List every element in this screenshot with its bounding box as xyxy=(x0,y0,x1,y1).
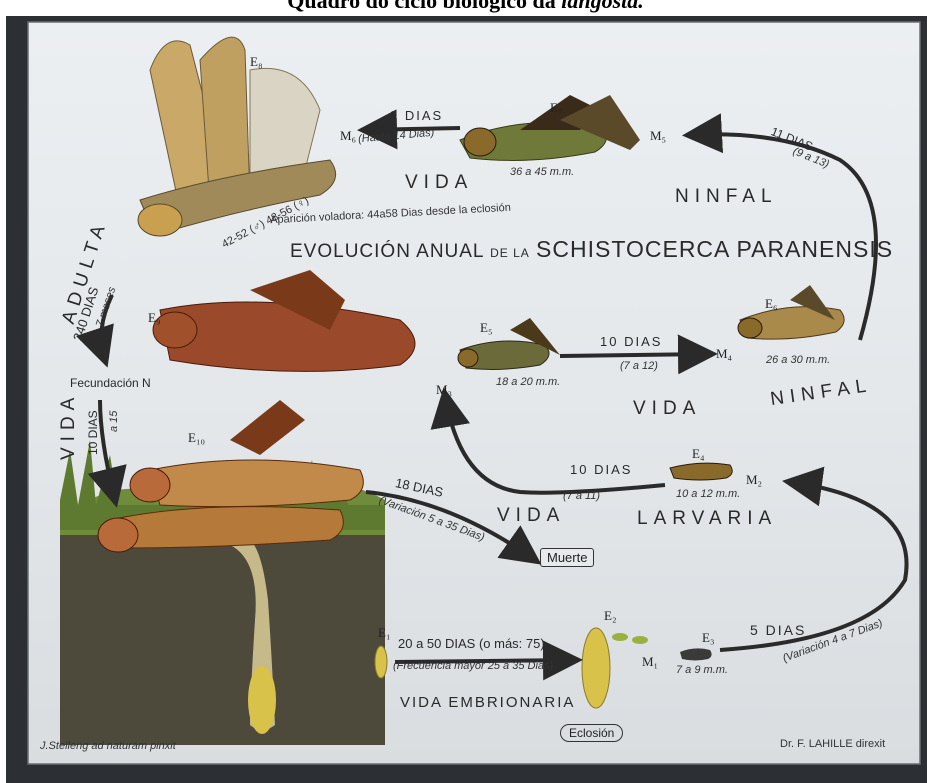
size-e4: 10 a 12 m.m. xyxy=(676,488,740,500)
title-main: EVOLUCIÓN ANUAL xyxy=(290,241,484,262)
stage-vida-larv: VIDA xyxy=(497,505,565,527)
duration-20-50-dias: 20 a 50 DIAS (o más: 75) xyxy=(398,636,545,651)
hatching-e2-illustration xyxy=(582,628,648,708)
duration-10c-dias: 10 DIAS xyxy=(86,410,100,455)
molt-m1: M₁ xyxy=(642,654,658,670)
molt-m4: M₄ xyxy=(716,346,732,362)
nymph-e6-illustration xyxy=(738,285,844,339)
stage-label-e6: E₆ xyxy=(765,296,777,312)
egg-e1-illustration xyxy=(375,646,387,678)
stage-larvaria: LARVARIA xyxy=(637,508,777,530)
stage-label-e8: E₈ xyxy=(250,54,262,70)
stage-vida-left: VIDA xyxy=(58,392,80,460)
molt-m3: M₃ xyxy=(436,382,452,398)
duration-10a-dias: 10 DIAS xyxy=(600,334,662,349)
stage-label-e9: E₉ xyxy=(148,310,160,326)
stage-label-e2: E₂ xyxy=(604,608,616,624)
molt-m2: M₂ xyxy=(746,472,762,488)
stage-label-e7: E₇ xyxy=(550,100,562,116)
larva-e3-illustration xyxy=(680,648,712,660)
adult-e9-illustration xyxy=(153,270,415,371)
duration-9-dias: 9 DIAS xyxy=(390,108,443,123)
stage-label-e5: E₅ xyxy=(480,320,492,336)
stage-label-e4: E₄ xyxy=(692,446,704,462)
larva-e4-illustration xyxy=(670,463,732,480)
eclosion-pill: Eclosión xyxy=(560,724,623,742)
stage-ninfal-top: NINFAL xyxy=(675,186,778,208)
duration-5-dias: 5 DIAS xyxy=(750,622,806,638)
stage-vida-top: VIDA xyxy=(405,172,473,194)
arrow-m4 xyxy=(560,354,710,356)
size-e7: 36 a 45 m.m. xyxy=(510,166,574,178)
stage-vida-embrionaria: VIDA EMBRIONARIA xyxy=(400,694,575,711)
fecundacion-label: Fecundación N xyxy=(70,376,151,390)
duration-10c-note: a 15 xyxy=(108,411,120,432)
size-e3: 7 a 9 m.m. xyxy=(676,664,728,676)
stage-label-e3: E₃ xyxy=(702,630,714,646)
title-de-la: DE LA xyxy=(490,246,530,260)
stage-label-e1: E₁ xyxy=(378,625,390,641)
muerte-box: Muerte xyxy=(540,548,594,567)
arrow-m3 xyxy=(445,395,665,493)
laying-e10-illustration xyxy=(98,400,363,552)
stage-vida-mid: VIDA xyxy=(633,398,701,420)
plate-title: EVOLUCIÓN ANUAL DE LA SCHISTOCERCA PARAN… xyxy=(290,236,893,263)
size-e6: 26 a 30 m.m. xyxy=(766,354,830,366)
duration-10a-note: (7 a 12) xyxy=(620,360,658,372)
credit-director: Dr. F. LAHILLE direxit xyxy=(780,738,885,750)
title-species: SCHISTOCERCA PARANENSIS xyxy=(536,236,893,262)
nymph-e5-illustration xyxy=(458,318,560,369)
duration-10b-dias: 10 DIAS xyxy=(570,462,632,477)
duration-20-50-note: (Frecuencia mayor 25 a 35 Dias) xyxy=(393,660,553,672)
credit-illustrator: J.Stelleng ad naturam pinxit xyxy=(40,740,176,752)
molt-m5: M₅ xyxy=(650,128,666,144)
molt-m6: M₆ xyxy=(340,128,356,144)
size-e5: 18 a 20 m.m. xyxy=(496,376,560,388)
duration-10b-note: (7 a 11) xyxy=(563,490,600,502)
stage-label-e10: E₁₀ xyxy=(188,430,205,446)
